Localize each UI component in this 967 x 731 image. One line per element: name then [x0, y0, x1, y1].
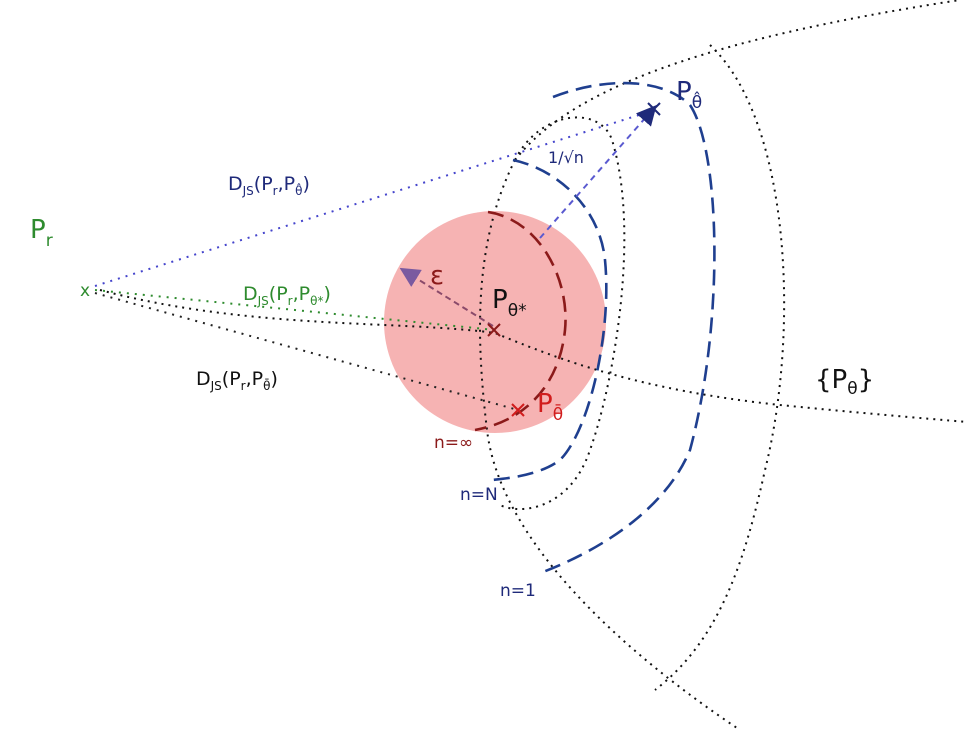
family-label: {Pθ}: [815, 365, 874, 399]
manifold-outer-curve: [479, 159, 741, 731]
one-over-sqrt-n-arrow: [539, 104, 657, 239]
n-infinity-label: n=∞: [434, 433, 473, 453]
p-bar-label: Pθ̄: [537, 389, 563, 425]
epsilon-arrow: [399, 267, 494, 327]
n-N-label: n=N: [460, 485, 498, 505]
d-js-hat-line: [94, 109, 656, 287]
manifold-cross-section: [654, 44, 786, 691]
p-r-x-mark: x: [80, 281, 90, 301]
d-js-star-label: DJS(Pr,Pθ*): [243, 283, 331, 308]
d-js-hat-label: DJS(Pr,Pθ̂): [228, 173, 310, 198]
p-star-marker: [487, 323, 501, 337]
manifold-top-edge: [514, 0, 961, 161]
epsilon-label: ε: [430, 261, 444, 291]
d-js-bar-label: DJS(Pr,Pθ̄): [196, 368, 278, 393]
n-1-label: n=1: [500, 581, 536, 601]
epsilon-disk: [384, 211, 606, 433]
p-bar-marker: [511, 403, 525, 417]
p-hat-marker: [647, 102, 661, 116]
n-level-curves: [491, 81, 716, 574]
p-r-label: Pr: [30, 215, 53, 251]
inner-ellipse: [499, 116, 626, 511]
d-js-bar-line: [94, 292, 519, 411]
p-star-label: Pθ*: [492, 285, 527, 321]
model-manifold: [99, 0, 967, 731]
p-hat-label: Pθ̂: [676, 77, 702, 113]
curve-n-N: [491, 158, 608, 482]
one-over-sqrt-n-label: 1/√n: [548, 148, 584, 167]
d-js-star-line: [94, 289, 496, 331]
curve-n-1: [542, 81, 716, 574]
